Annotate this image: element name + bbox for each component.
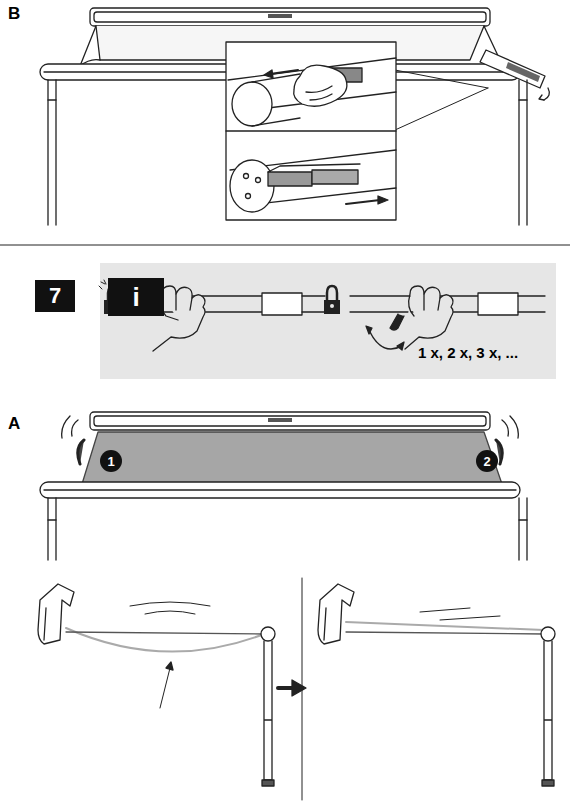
node-text: 2 [483,454,490,469]
callout-number: 1 [100,450,122,472]
awning-b [40,8,549,225]
info-icon: i [108,278,164,316]
node-text: 7 [49,283,61,309]
side-view-sagging [38,584,306,786]
side-view-tensioned [318,584,555,786]
lock-panel [99,280,545,351]
section-letter: A [8,414,20,434]
repeat-note: 1 x, 2 x, 3 x, ... [418,344,518,361]
step-number: 7 [35,280,75,312]
callout-number: 2 [476,450,498,472]
awning-a [40,412,527,560]
node-text: 1 [107,454,114,469]
section-letter: B [8,4,20,24]
node-text: i [132,282,139,313]
